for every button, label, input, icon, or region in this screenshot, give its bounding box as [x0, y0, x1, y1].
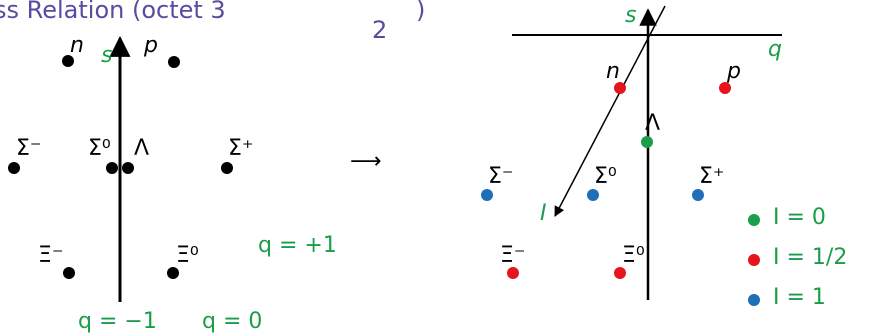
left-dot-xi-zero [167, 267, 179, 279]
right-s-axis-label: s [625, 3, 636, 28]
left-label-sigma-zero: Σ⁰ [88, 136, 111, 161]
left-label-xi-minus: Ξ⁻ [38, 243, 64, 268]
right-i-axis-label: I [540, 201, 547, 226]
slide-title-sub: 2 [372, 16, 387, 44]
left-label-sigma-plus: Σ⁺ [228, 136, 254, 161]
right-label-sigma-zero: Σ⁰ [594, 164, 617, 189]
left-label-sigma-minus: Σ⁻ [16, 136, 42, 161]
left-dot-sigma-zero [106, 162, 118, 174]
slide-title-close: ) [416, 0, 425, 24]
legend-label-i1: I = 1 [773, 285, 826, 310]
right-label-xi-zero: Ξ⁰ [622, 243, 645, 268]
left-label-n: n [70, 33, 84, 58]
right-label-p: p [726, 59, 741, 84]
right-dot-sigma-minus [481, 189, 493, 201]
right-label-xi-minus: Ξ⁻ [500, 243, 526, 268]
legend-label-i0: I = 0 [773, 205, 826, 230]
right-label-lambda: Λ [645, 111, 660, 136]
right-dot-xi-minus [507, 267, 519, 279]
legend-label-i-half: I = 1/2 [773, 245, 847, 270]
right-dot-xi-zero [614, 267, 626, 279]
left-dot-p [168, 56, 180, 68]
right-dot-sigma-plus [692, 189, 704, 201]
left-q-minus1-label: q = −1 [78, 309, 157, 333]
left-q-plus1-label: q = +1 [258, 233, 337, 258]
legend-dot-i0 [748, 214, 760, 226]
left-dot-sigma-plus [221, 162, 233, 174]
legend-dot-i-half [748, 254, 760, 266]
left-label-lambda: Λ [134, 136, 149, 161]
left-dot-sigma-minus [8, 162, 20, 174]
left-dot-lambda [122, 162, 134, 174]
legend-dot-i1 [748, 294, 760, 306]
right-dot-n [614, 82, 626, 94]
right-diagram: s q I n p Λ Σ⁻ Σ⁰ Σ⁺ Ξ⁻ Ξ⁰ I = 0 I = [481, 3, 847, 310]
slide-title: ss Relation (octet 3 [0, 0, 226, 24]
right-dot-p [719, 82, 731, 94]
legend: I = 0 I = 1/2 I = 1 [748, 205, 847, 310]
right-dot-sigma-zero [587, 189, 599, 201]
right-label-sigma-plus: Σ⁺ [699, 164, 725, 189]
left-dot-xi-minus [63, 267, 75, 279]
right-label-n: n [606, 59, 620, 84]
left-q-zero-label: q = 0 [202, 309, 262, 333]
left-diagram: s n p Σ⁻ Σ⁰ Λ Σ⁺ Ξ⁻ Ξ⁰ q = −1 q = 0 q = … [8, 33, 337, 333]
right-i-axis [554, 5, 666, 217]
left-s-axis-label: s [101, 43, 112, 68]
right-q-axis-label: q [768, 37, 782, 62]
left-label-p: p [143, 33, 158, 58]
transition-arrow: ⟶ [350, 149, 382, 174]
right-dot-lambda [641, 136, 653, 148]
right-label-sigma-minus: Σ⁻ [488, 164, 514, 189]
left-label-xi-zero: Ξ⁰ [176, 243, 199, 268]
left-dot-n [62, 55, 74, 67]
